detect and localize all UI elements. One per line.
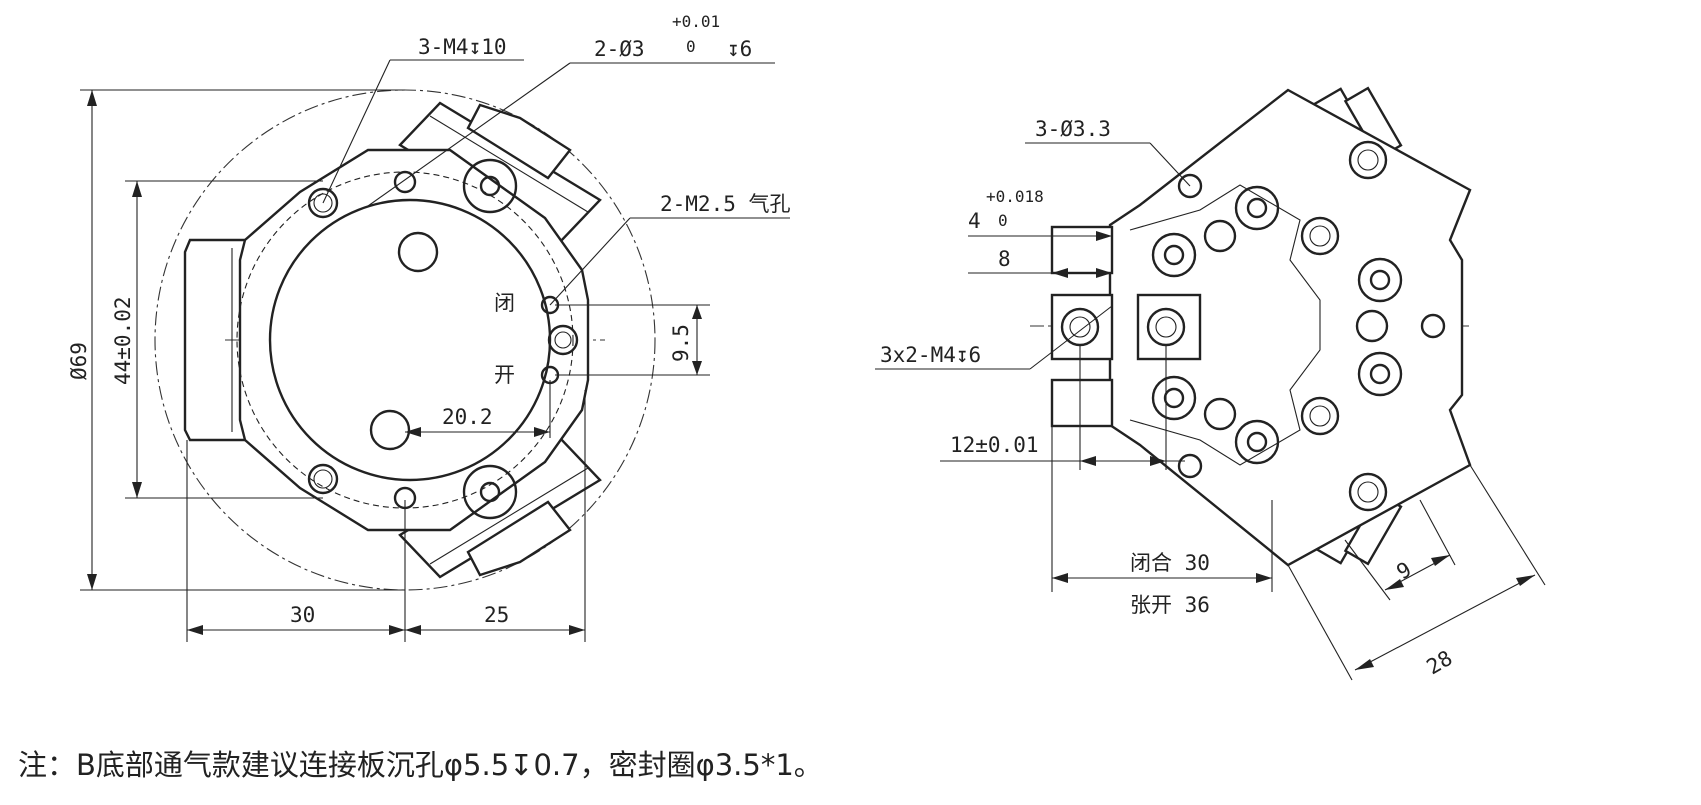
dim-25: 25	[484, 603, 509, 627]
callout-d33-leader	[1025, 142, 1191, 187]
dim-9: 9	[1393, 557, 1416, 584]
dim-95: 9.5	[669, 324, 693, 362]
callout-leaders-left	[322, 59, 790, 306]
label-close: 闭	[494, 291, 515, 315]
dim-open: 张开 36	[1130, 593, 1210, 617]
right-inner-profile	[1129, 184, 1321, 466]
left-port-lower	[369, 409, 411, 451]
left-side-boss	[183, 238, 245, 442]
left-view: Ø69 44±0.02 9.5 20.2	[67, 12, 791, 642]
dim-95-lines	[555, 304, 710, 376]
left-air-holes	[540, 295, 579, 385]
dim-30: 30	[290, 603, 315, 627]
dim-4-tol-lower: 0	[998, 211, 1008, 230]
callout-d3: 2-Ø3	[594, 37, 645, 61]
dim-12: 12±0.01	[950, 433, 1039, 457]
dim-44: 44±0.02	[111, 296, 135, 385]
left-port-upper	[397, 231, 439, 273]
left-jaw-bolts	[462, 158, 518, 520]
dim-202: 20.2	[442, 405, 493, 429]
right-jaw-left	[1050, 225, 1202, 428]
dim-4-8-lines	[968, 231, 1112, 278]
dim-28: 28	[1423, 646, 1457, 679]
right-counterbore-holes	[1151, 185, 1403, 465]
left-m4-holes	[307, 187, 339, 495]
callout-m25: 2-M2.5 气孔	[660, 192, 791, 216]
dim-44-lines	[125, 180, 323, 499]
dim-8: 8	[998, 247, 1011, 271]
right-plain-holes	[1203, 219, 1389, 431]
callout-m4-right-leader	[875, 305, 1113, 370]
dim-close: 闭合 30	[1130, 551, 1210, 575]
callout-m4-left: 3-M4↧10	[418, 35, 507, 59]
dim-close-open-lines	[1051, 426, 1273, 592]
callout-d33: 3-Ø3.3	[1035, 117, 1111, 141]
right-d33-holes	[1177, 173, 1446, 479]
label-open: 开	[494, 363, 515, 387]
dim-diameter-lines	[80, 89, 405, 591]
dim-12-lines	[940, 345, 1185, 470]
dim-4: 4	[968, 209, 981, 233]
dim-diameter: Ø69	[67, 342, 91, 380]
footnote: 注：B底部通气款建议连接板沉孔φ5.5↧0.7，密封圈φ3.5*1。	[18, 748, 823, 782]
dim-202-lines	[405, 380, 551, 438]
left-body-outline	[238, 148, 590, 532]
callout-d3-tol-lower: 0	[686, 37, 696, 56]
right-body-outline	[1108, 88, 1472, 567]
callout-d3-depth: ↧6	[727, 37, 752, 61]
dim-30-25-lines	[186, 390, 586, 642]
dim-9-28-lines	[1287, 464, 1546, 681]
callout-m4-right: 3x2-M4↧6	[880, 343, 981, 367]
dim-4-tol-upper: +0.018	[986, 187, 1044, 206]
right-view: 4 +0.018 0 8 3-Ø3.3 3x2-M4↧6 12±0.01	[875, 86, 1546, 681]
callout-d3-tol-upper: +0.01	[672, 12, 720, 31]
